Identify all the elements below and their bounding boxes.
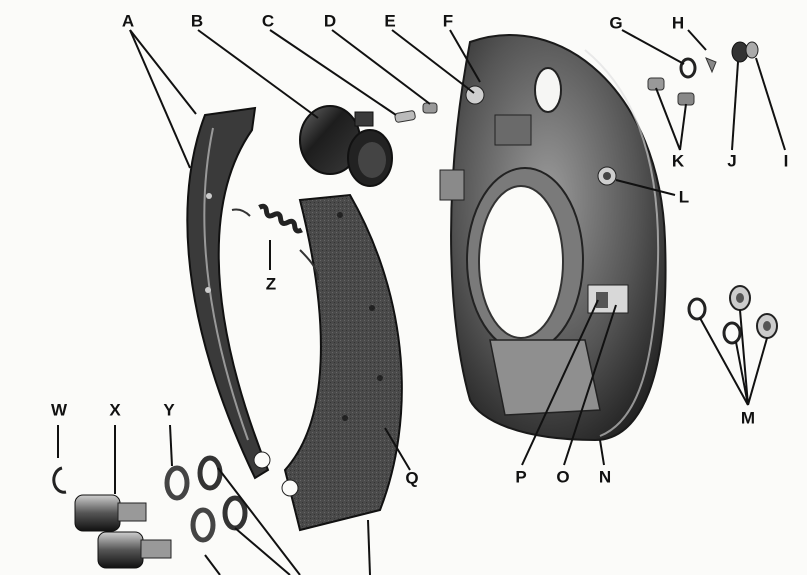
- leader-e: [391, 29, 475, 94]
- label-a: A: [121, 11, 135, 31]
- washers: [164, 455, 248, 543]
- brake-shoe-a: [186, 106, 271, 480]
- leader-m2: [739, 309, 749, 406]
- leader-m4: [747, 337, 768, 406]
- leader-f: [449, 29, 481, 83]
- label-c: C: [261, 11, 275, 31]
- bleeder-screw: [394, 110, 416, 123]
- leader-q: [384, 427, 411, 471]
- anchor-fittings: [647, 77, 695, 106]
- label-w: W: [50, 400, 68, 420]
- label-d: D: [323, 11, 337, 31]
- label-j: J: [727, 151, 737, 171]
- leader-c: [269, 29, 397, 116]
- leader-m1: [699, 317, 749, 406]
- leader-b: [197, 29, 319, 119]
- leader-d: [331, 29, 431, 105]
- brake-shoe-q: [281, 193, 403, 532]
- leader-k1: [655, 87, 681, 151]
- leader-lines: [57, 29, 786, 575]
- leader-a1: [129, 29, 197, 115]
- return-spring: [231, 203, 319, 281]
- leader-k2: [679, 103, 687, 151]
- label-h: H: [671, 13, 685, 33]
- label-o: O: [556, 467, 570, 487]
- label-x: X: [109, 400, 121, 420]
- label-e: E: [384, 11, 396, 31]
- leader-o: [563, 304, 617, 466]
- label-m: M: [740, 408, 756, 428]
- mounting-nuts: [687, 285, 778, 345]
- leader-h: [687, 29, 707, 51]
- label-f: F: [442, 11, 454, 31]
- label-q: Q: [405, 468, 419, 488]
- wheel-cylinder: [299, 105, 393, 187]
- upper-hardware: [679, 41, 759, 79]
- leader-m3: [735, 341, 749, 406]
- leader-bottom2: [234, 527, 291, 575]
- leader-l: [615, 179, 676, 196]
- anchor-pins: [52, 466, 172, 569]
- backing-plate: [439, 34, 667, 442]
- leader-q2: [367, 519, 371, 575]
- leader-y: [169, 424, 173, 467]
- label-y: Y: [163, 400, 175, 420]
- label-g: G: [609, 13, 623, 33]
- leader-bottom1: [204, 554, 221, 575]
- bleeder-cap: [422, 102, 438, 114]
- leader-n: [599, 439, 605, 466]
- label-b: B: [190, 11, 204, 31]
- label-n: N: [598, 467, 612, 487]
- leader-j: [731, 61, 739, 151]
- leader-g: [621, 29, 685, 65]
- label-p: P: [515, 467, 527, 487]
- leader-a2: [129, 29, 191, 169]
- leader-p: [521, 299, 599, 466]
- label-i: I: [783, 151, 789, 171]
- label-z: Z: [265, 274, 277, 294]
- leader-bottom3: [217, 467, 301, 575]
- label-l: L: [678, 187, 690, 207]
- leader-i: [755, 57, 786, 151]
- label-k: K: [671, 151, 685, 171]
